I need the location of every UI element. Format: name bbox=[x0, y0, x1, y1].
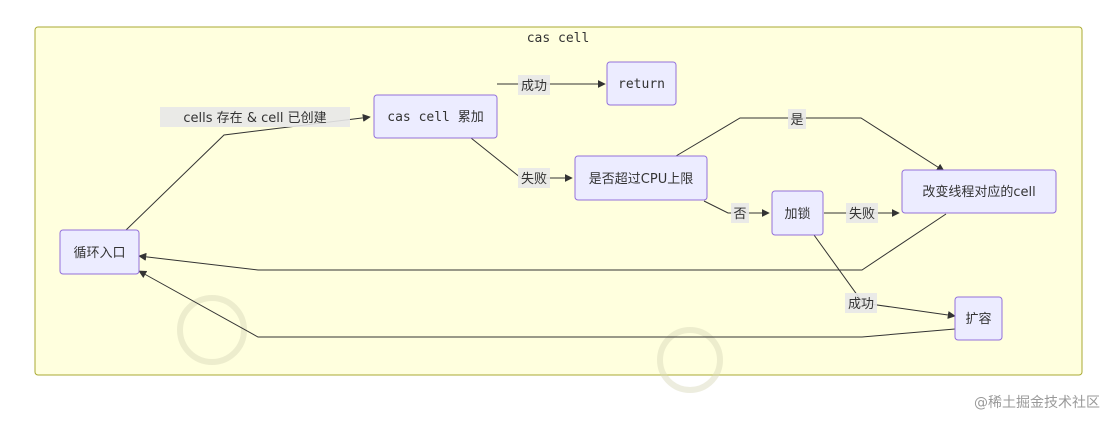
edge-label-yes: 是 bbox=[790, 113, 803, 128]
watermark-logo-icon bbox=[657, 327, 723, 393]
edge-label-bg bbox=[846, 203, 878, 223]
edge-label-no: 否 bbox=[733, 207, 746, 222]
edge-label-success: 成功 bbox=[521, 79, 547, 94]
node-box bbox=[771, 190, 824, 236]
edge-label-bg bbox=[518, 168, 550, 188]
edge-label-lock-success: 成功 bbox=[848, 297, 874, 312]
edge-label-lock-fail: 失败 bbox=[849, 207, 875, 222]
corner-watermark: @稀土掘金技术社区 bbox=[974, 395, 1100, 411]
node-cas-accumulate[interactable]: cas cell 累加 bbox=[373, 94, 498, 139]
watermark-logo-icon bbox=[177, 295, 247, 365]
node-label-lock: 加锁 bbox=[784, 206, 810, 222]
node-loop-entry[interactable]: 循环入口 bbox=[59, 229, 140, 275]
node-label-return: return bbox=[618, 77, 665, 92]
node-label-exceed-cpu: 是否超过CPU上限 bbox=[589, 172, 693, 187]
edge-label-cells-exist: cells 存在 & cell 已创建 bbox=[183, 111, 326, 126]
cluster-title: cas cell bbox=[527, 31, 590, 46]
node-label-expand: 扩容 bbox=[965, 311, 991, 327]
background-watermark bbox=[177, 295, 723, 393]
edge-exceed-to-lock bbox=[703, 200, 770, 217]
edge-labels: cells 存在 & cell 已创建 成功 失败 是 否 失败 成功 bbox=[160, 75, 878, 313]
node-lock[interactable]: 加锁 bbox=[771, 190, 824, 236]
edge-label-bg bbox=[731, 203, 749, 223]
node-box bbox=[954, 296, 1003, 341]
node-label-change-cell: 改变线程对应的cell bbox=[922, 184, 1035, 200]
edge-expand-to-loop bbox=[138, 270, 956, 338]
node-box bbox=[574, 155, 708, 201]
edge-change-to-loop bbox=[138, 213, 947, 271]
edge-label-bg bbox=[160, 107, 350, 127]
node-box bbox=[373, 94, 498, 139]
node-box bbox=[59, 229, 140, 275]
node-box bbox=[901, 169, 1057, 214]
node-exceed-cpu[interactable]: 是否超过CPU上限 bbox=[574, 155, 708, 201]
edge-label-bg bbox=[518, 75, 550, 95]
edge-label-bg bbox=[788, 109, 806, 129]
node-expand[interactable]: 扩容 bbox=[954, 296, 1003, 341]
node-label-loop-entry: 循环入口 bbox=[73, 246, 125, 261]
node-label-cas-accumulate: cas cell 累加 bbox=[387, 110, 483, 125]
edge-label-fail: 失败 bbox=[521, 172, 547, 187]
node-return[interactable]: return bbox=[606, 61, 677, 106]
node-change-cell[interactable]: 改变线程对应的cell bbox=[901, 169, 1057, 214]
edge-label-bg bbox=[845, 293, 877, 313]
node-box bbox=[606, 61, 677, 106]
